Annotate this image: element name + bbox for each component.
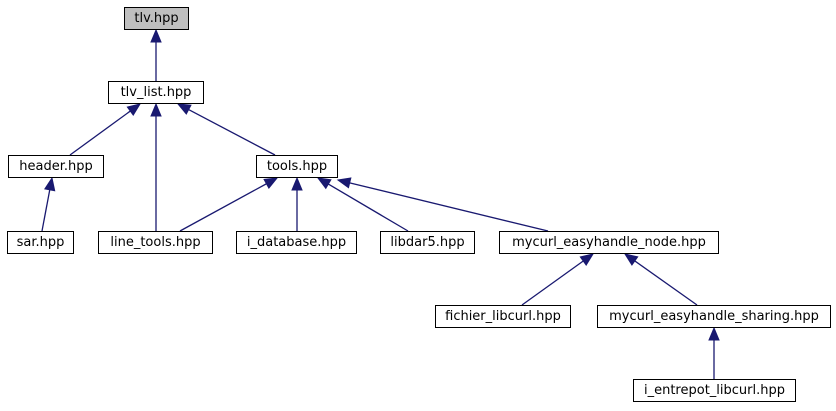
node-i-database-hpp[interactable]: i_database.hpp xyxy=(236,231,357,254)
edge-fichier_libcurl-to-mycurl_easyhandle_node xyxy=(521,260,584,306)
node-tlv-hpp: tlv.hpp xyxy=(124,7,189,30)
node-i-entrepot-libcurl-hpp[interactable]: i_entrepot_libcurl.hpp xyxy=(633,379,796,402)
arrowhead-header-to-tlv_list xyxy=(126,103,142,117)
arrowhead-tools-to-tlv_list xyxy=(176,103,192,115)
node-mycurl-easyhandle-node-hpp[interactable]: mycurl_easyhandle_node.hpp xyxy=(499,231,719,254)
arrowhead-i_database-to-tools xyxy=(291,176,303,191)
node-header-hpp[interactable]: header.hpp xyxy=(8,155,104,178)
node-fichier-libcurl-hpp[interactable]: fichier_libcurl.hpp xyxy=(435,305,571,328)
arrowhead-libdar5-to-tools xyxy=(316,177,332,190)
node-sar-hpp[interactable]: sar.hpp xyxy=(7,231,74,254)
node-tools-hpp[interactable]: tools.hpp xyxy=(256,155,338,178)
edge-libdar5-to-tools xyxy=(328,183,409,232)
arrowhead-fichier_libcurl-to-mycurl_easyhandle_node xyxy=(579,253,595,266)
node-tlv-list-hpp[interactable]: tlv_list.hpp xyxy=(108,81,204,104)
arrowhead-tlv_list-to-tlv xyxy=(150,28,162,43)
arrowhead-line_tools-to-tlv_list xyxy=(150,102,162,117)
node-libdar5-hpp[interactable]: libdar5.hpp xyxy=(380,231,475,254)
node-line-tools-hpp[interactable]: line_tools.hpp xyxy=(98,231,213,254)
arrowhead-sar-to-header xyxy=(44,176,56,192)
arrowhead-line_tools-to-tools xyxy=(263,177,279,190)
edge-sar-to-header xyxy=(41,189,51,232)
arrowhead-i_entrepot_libcurl-to-mycurl_easyhandle_sharing xyxy=(708,326,720,341)
edge-tools-to-tlv_list xyxy=(188,109,276,156)
edge-mycurl_easyhandle_sharing-to-mycurl_easyhandle_node xyxy=(634,260,698,306)
edge-line_tools-to-tools xyxy=(179,183,267,232)
edge-header-to-tlv_list xyxy=(69,110,131,156)
arrowhead-mycurl_easyhandle_sharing-to-mycurl_easyhandle_node xyxy=(623,253,639,266)
arrowhead-mycurl_easyhandle_node-to-tools xyxy=(336,177,352,189)
edge-mycurl_easyhandle_node-to-tools xyxy=(349,182,549,232)
node-mycurl-easyhandle-sharing-hpp[interactable]: mycurl_easyhandle_sharing.hpp xyxy=(597,305,831,328)
